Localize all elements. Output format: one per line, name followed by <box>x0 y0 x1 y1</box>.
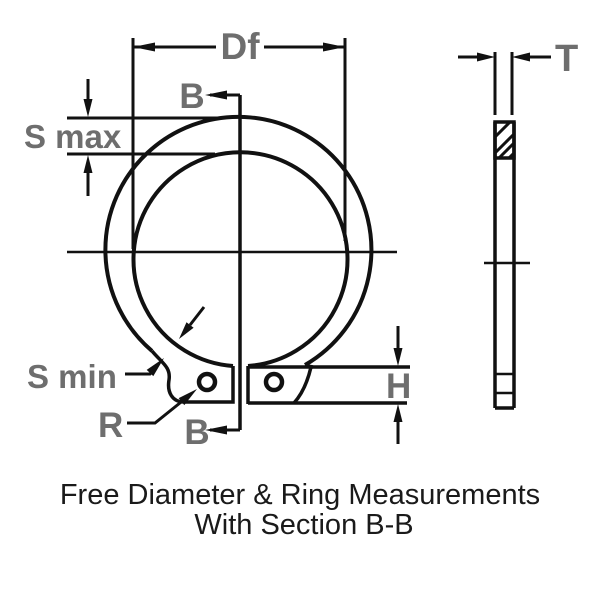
s-max-label: S max <box>24 118 122 155</box>
r-leader-line <box>127 399 184 425</box>
s-min-label: S min <box>27 358 117 395</box>
s-max-lower-arrowhead-icon <box>83 155 93 173</box>
right-lug-hole <box>263 371 285 393</box>
retaining-ring-front-view <box>67 95 410 430</box>
dimension-s-max: S max <box>24 79 226 196</box>
section-callout-b-top: B <box>179 77 240 116</box>
b-bottom-label: B <box>184 413 209 452</box>
t-label: T <box>555 38 578 80</box>
b-bottom-arrowhead-icon <box>205 425 227 435</box>
section-pointer-arrowhead-icon <box>179 322 194 339</box>
b-top-label: B <box>179 77 204 116</box>
left-lug-hole <box>196 371 218 393</box>
s-min-arrowhead-icon <box>146 358 164 377</box>
t-right-arrowhead-icon <box>512 52 530 62</box>
dimension-r: R <box>98 389 197 445</box>
dimension-df: Df <box>131 26 347 249</box>
right-lug-fillet <box>304 363 314 369</box>
caption-line-1: Free Diameter & Ring Measurements <box>60 479 540 511</box>
df-right-arrowhead-icon <box>323 42 345 52</box>
b-top-arrowhead-icon <box>205 90 227 100</box>
right-lug-rounded-end <box>292 366 313 405</box>
dimension-h: H <box>386 326 411 444</box>
df-label: Df <box>220 26 260 67</box>
ring-section-pointer <box>179 306 206 339</box>
caption-line-2: With Section B-B <box>194 509 413 541</box>
section-callout-b-bottom: B <box>184 413 240 452</box>
r-arrowhead-icon <box>178 389 197 406</box>
caption: Free Diameter & Ring Measurements With S… <box>60 479 540 541</box>
ring-outer-edge <box>103 114 374 367</box>
section-hatch-lines <box>493 120 516 160</box>
ring-side-section-view: T <box>458 38 578 410</box>
t-left-arrowhead-icon <box>477 52 495 62</box>
dimension-s-min: S min <box>27 358 164 395</box>
h-upper-arrowhead-icon <box>393 348 403 366</box>
r-label: R <box>98 406 123 445</box>
ring-inner-edge <box>131 150 350 368</box>
df-left-arrowhead-icon <box>133 42 155 52</box>
section-pointer-line <box>188 306 206 326</box>
h-lower-arrowhead-icon <box>393 404 403 422</box>
h-label: H <box>386 367 411 406</box>
s-max-upper-arrowhead-icon <box>83 99 93 117</box>
